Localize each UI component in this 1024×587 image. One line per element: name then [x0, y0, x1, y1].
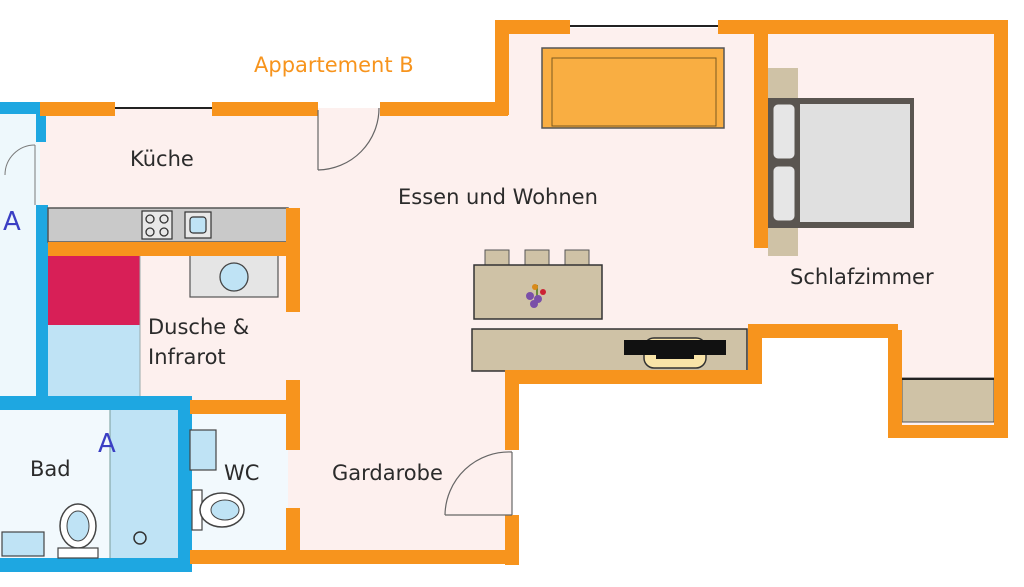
sofa-icon: [541, 47, 725, 129]
apartment-title: Appartement B: [254, 53, 414, 77]
flower-icon: [526, 284, 546, 308]
neighbour-marker-2: A: [98, 429, 116, 459]
shower-drain-icon: [133, 531, 147, 545]
wc-basin: [189, 429, 217, 471]
room-label-bedroom: Schlafzimmer: [790, 265, 934, 289]
tv-icon: [624, 337, 726, 369]
room-label-wc: WC: [224, 461, 259, 485]
toilet-icon: [57, 503, 99, 559]
dining-table-icon: [473, 249, 603, 320]
sink-icon: [184, 211, 212, 239]
windows: [115, 25, 994, 380]
neighbour-apartment: [0, 102, 48, 400]
stove-icon: [141, 210, 173, 240]
room-label-shower-2: Infrarot: [148, 345, 226, 369]
orange-walls: [40, 20, 1008, 565]
wc-toilet-icon: [191, 489, 245, 531]
bathroom: [0, 396, 192, 572]
wc-room: [189, 410, 288, 560]
doors: [317, 107, 513, 516]
room-label-shower-1: Dusche &: [148, 315, 249, 339]
room-label-wardrobe: Gardarobe: [332, 461, 443, 485]
kitchen-counter: [47, 207, 289, 243]
infrared-cabin: [48, 255, 140, 325]
washbasin: [1, 531, 45, 557]
shower-room: [48, 255, 141, 400]
room-label-kitchen: Küche: [130, 147, 194, 171]
bedroom-wardrobe: [901, 377, 995, 423]
bed-icon: [768, 68, 914, 256]
washing-machine-icon: [189, 254, 279, 298]
room-label-bath: Bad: [30, 457, 71, 481]
room-label-living: Essen und Wohnen: [398, 185, 598, 209]
neighbour-marker-1: A: [3, 207, 21, 237]
